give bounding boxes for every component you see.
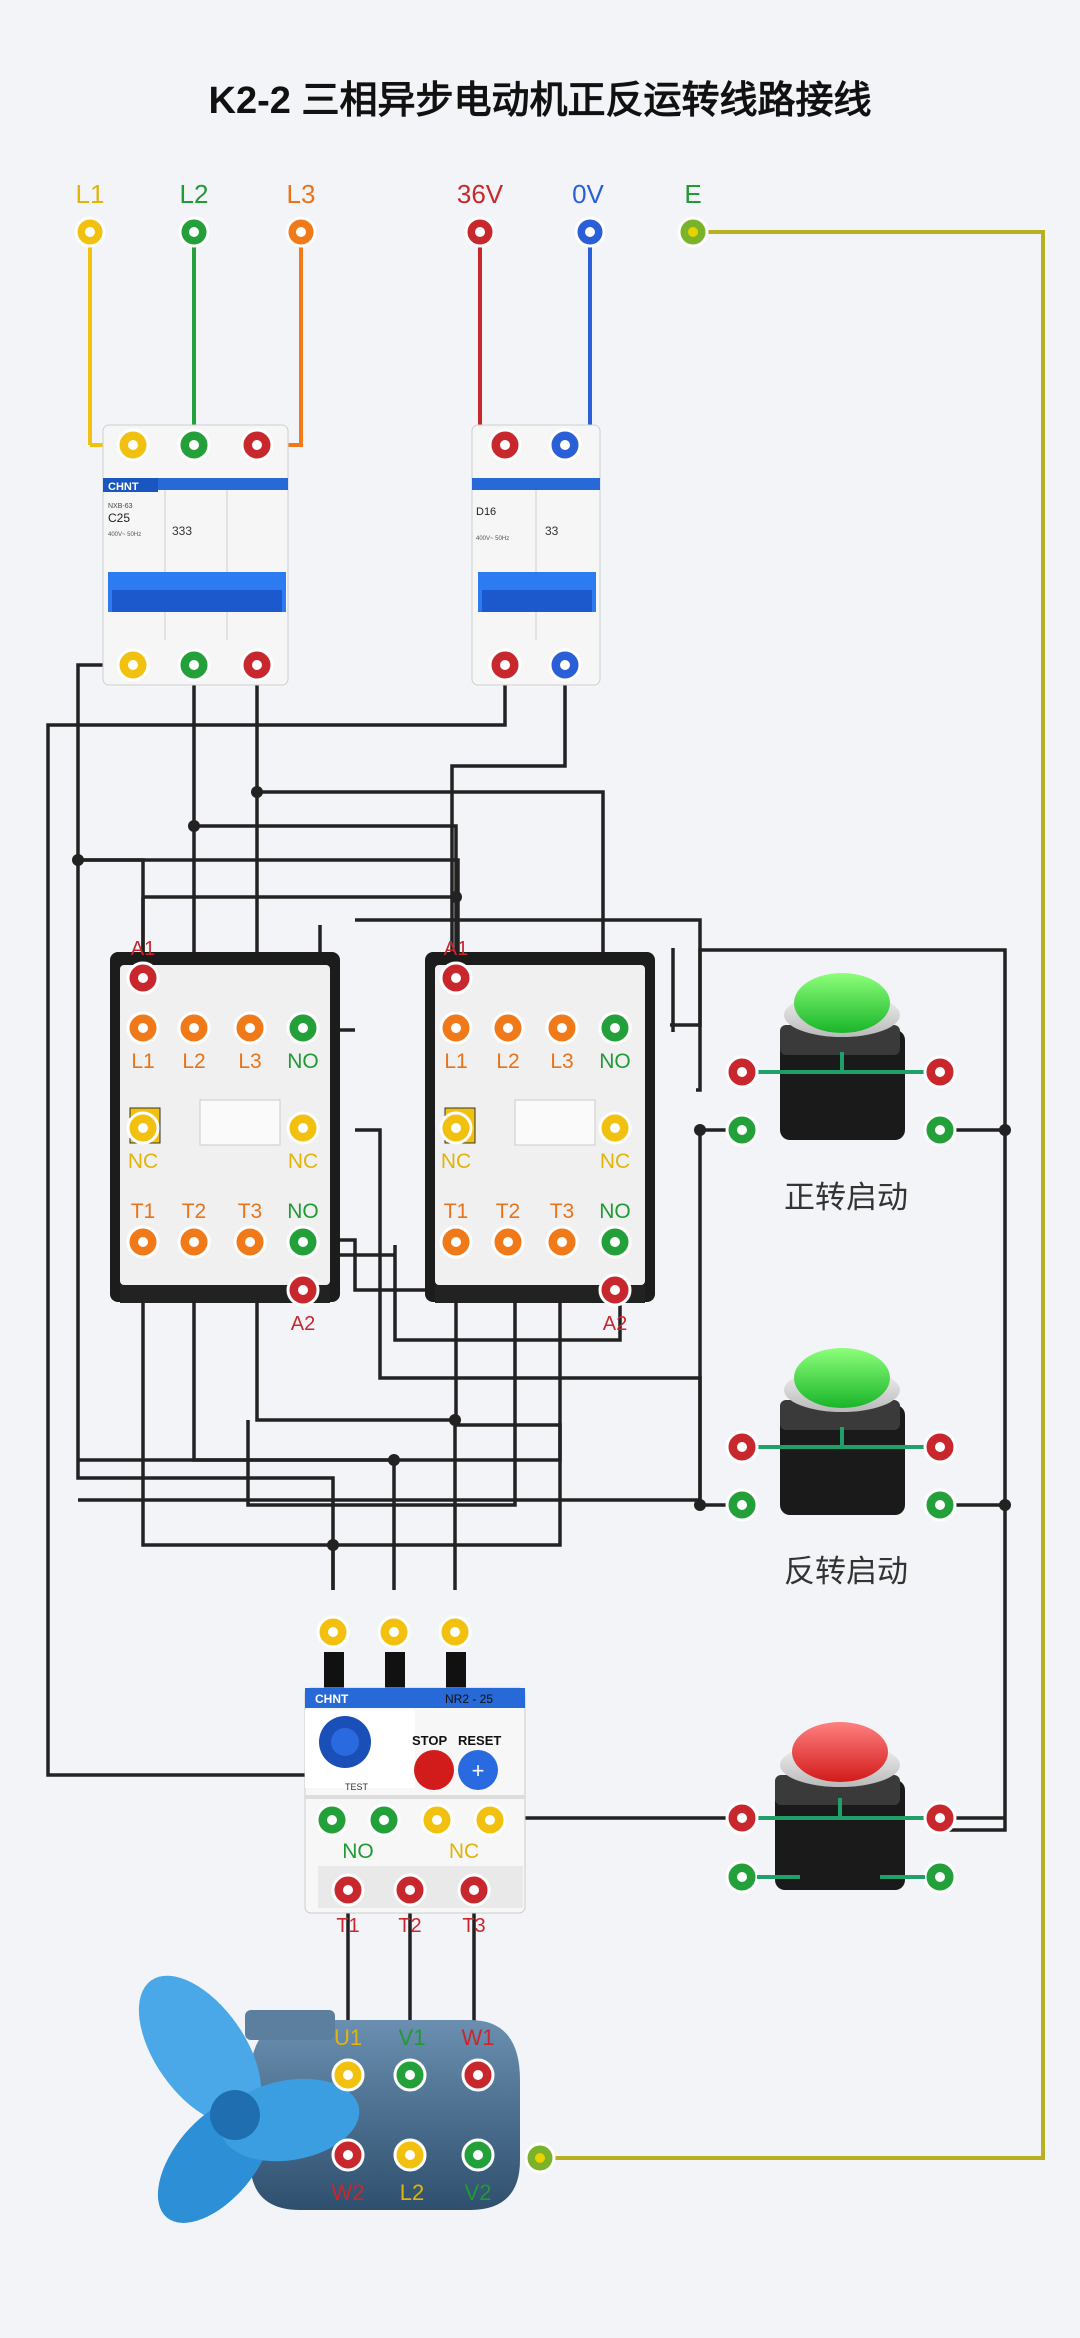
fan-icon [138,1975,360,2223]
label-e: E [684,179,701,209]
label-l2: L2 [180,179,209,209]
junction-dots [72,786,1011,1551]
breaker3-brand: CHNT [108,481,139,493]
breaker-3pole: CHNT NXB-63 C25 400V~ 50Hz 333 [102,424,289,686]
svg-text:TEST: TEST [345,1782,369,1792]
relay-model: NR2 - 25 [445,1692,493,1706]
wires [46,230,1045,2202]
breaker2-marks: 33 [545,524,559,538]
svg-text:T3: T3 [238,1200,263,1223]
reset-label: RESET [458,1733,501,1748]
overload-relay: CHNT NR2 - 25 STOP RESET + TEST NO NC T1… [304,1615,526,1937]
svg-text:NC: NC [128,1150,158,1173]
svg-text:T1: T1 [131,1200,156,1223]
contactor-reverse: A1 L1 L2 L3 NO NC NC T1 T2 T3 NO A2 [425,938,655,1335]
page-title: K2-2 三相异步电动机正反运转线路接线 [209,80,872,122]
svg-text:V1: V1 [399,2025,426,2050]
svg-text:T1: T1 [336,1915,359,1937]
svg-text:L1: L1 [131,1050,154,1073]
motor: U1 V1 W1 W2 L2 V2 [138,1975,556,2223]
breaker-2pole: D16 400V~ 50Hz 33 [471,424,601,686]
svg-text:NC: NC [600,1150,630,1173]
breaker2-rating: D16 [476,506,496,518]
svg-text:A1: A1 [444,938,468,960]
svg-text:L3: L3 [238,1050,261,1073]
svg-text:NO: NO [287,1200,319,1223]
svg-text:NC: NC [288,1150,318,1173]
svg-text:U1: U1 [334,2025,362,2050]
label-l3: L3 [287,179,316,209]
svg-text:NC: NC [441,1150,471,1173]
svg-text:V2: V2 [465,2180,492,2205]
svg-text:L2: L2 [496,1050,519,1073]
svg-text:L2: L2 [400,2180,424,2205]
contactor-forward: A1 L1 L2 L3 NO NC NC T1 T2 T3 NO A2 [110,938,340,1335]
breaker3-model: NXB-63 [108,503,133,510]
forward-start-button[interactable]: 正转启动 [725,973,957,1215]
svg-text:W1: W1 [462,2025,495,2050]
label-36v: 36V [457,179,504,209]
svg-text:NO: NO [599,1200,631,1223]
svg-text:A2: A2 [291,1313,315,1335]
breaker3-rating: C25 [108,511,130,525]
breaker3-spec: 400V~ 50Hz [108,532,141,538]
svg-text:T2: T2 [398,1915,421,1937]
relay-no-label: NO [342,1840,374,1863]
wire-earth [540,230,1045,2160]
forward-start-label: 正转启动 [784,1180,908,1215]
svg-text:NO: NO [599,1050,631,1073]
svg-text:T3: T3 [550,1200,575,1223]
svg-text:T1: T1 [444,1200,469,1223]
wire-l3-supply [257,232,303,447]
stop-button[interactable] [725,1722,957,1894]
svg-text:NO: NO [287,1050,319,1073]
svg-text:A1: A1 [131,938,155,960]
svg-text:T3: T3 [462,1915,485,1937]
stop-label: STOP [412,1733,447,1748]
breaker3-marks: 333 [172,524,192,538]
supply-terminals: L1 L2 L3 36V 0V E [74,179,709,248]
svg-text:L1: L1 [444,1050,467,1073]
reverse-start-button[interactable]: 反转启动 [725,1348,957,1589]
label-0v: 0V [572,179,604,209]
svg-text:L2: L2 [182,1050,205,1073]
svg-text:+: + [472,1758,485,1783]
reverse-start-label: 反转启动 [784,1554,908,1589]
breaker2-spec: 400V~ 50Hz [476,536,509,542]
relay-reset-button[interactable] [458,1750,498,1790]
relay-stop-button[interactable] [414,1750,454,1790]
relay-nc-label: NC [449,1840,479,1863]
svg-text:L3: L3 [550,1050,573,1073]
svg-text:T2: T2 [182,1200,207,1223]
svg-text:A2: A2 [603,1313,627,1335]
svg-text:T2: T2 [496,1200,521,1223]
wire-0v-supply [565,232,592,447]
svg-text:W2: W2 [332,2180,365,2205]
relay-brand: CHNT [315,1692,349,1706]
label-l1: L1 [76,179,105,209]
